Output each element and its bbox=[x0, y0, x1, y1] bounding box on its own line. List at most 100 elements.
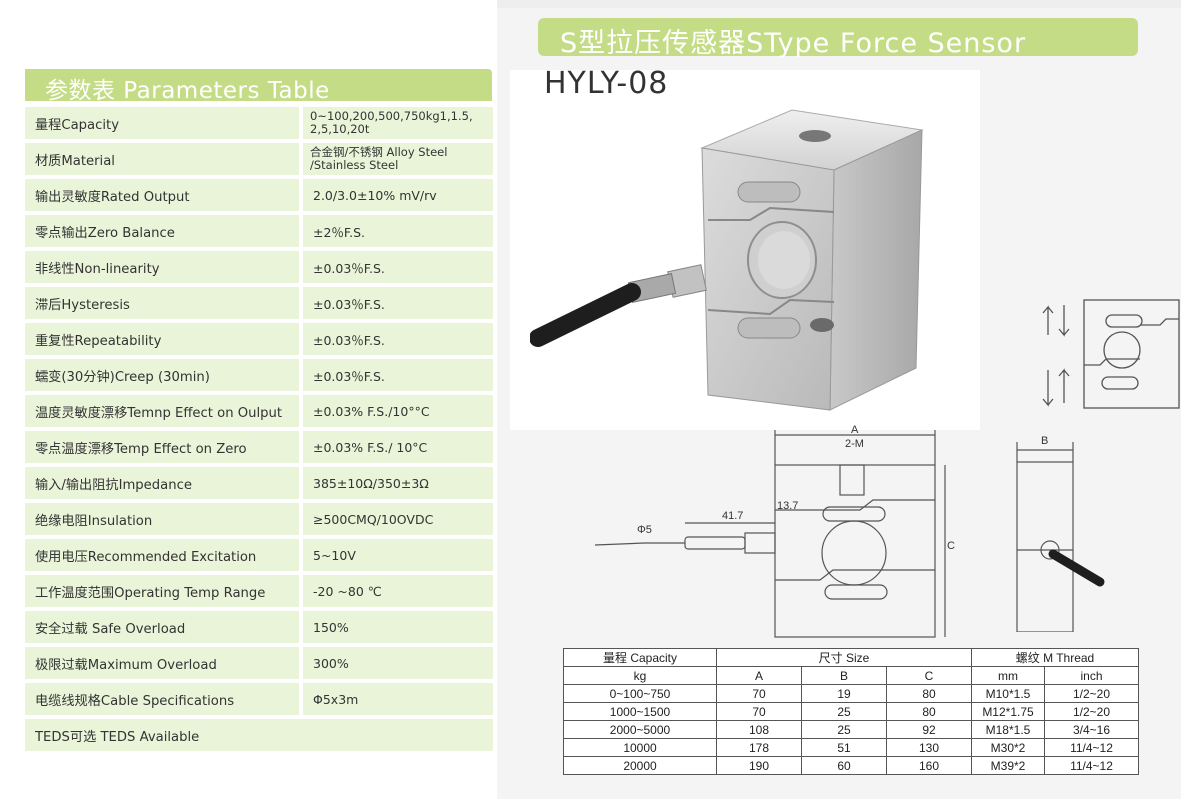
thread-2m-label: 2-M bbox=[845, 438, 864, 450]
table-row: 量程Capacity 0~100,200,500,750kg1,1.5, 2,5… bbox=[25, 107, 493, 139]
a-cell: 178 bbox=[716, 738, 802, 757]
cable-diameter-label: Φ5 bbox=[637, 524, 652, 536]
inch-cell: 3/4~16 bbox=[1044, 720, 1139, 739]
dimension-spec-table: 量程 Capacity 尺寸 Size 螺纹 M Thread kg A B C… bbox=[563, 648, 1139, 775]
down-arrow-icon bbox=[1058, 305, 1070, 337]
col-b: B bbox=[801, 666, 887, 685]
right-top-strip bbox=[497, 0, 1181, 8]
param-name: 蠕变(30分钟)Creep (30min) bbox=[25, 359, 299, 391]
parameters-table-title: 参数表 Parameters Table bbox=[45, 78, 330, 104]
table-header-row: 量程 Capacity 尺寸 Size 螺纹 M Thread bbox=[563, 648, 1139, 667]
table-row: 10000 178 51 130 M30*2 11/4~12 bbox=[563, 738, 1139, 757]
c-cell: 80 bbox=[886, 702, 972, 721]
a-cell: 70 bbox=[716, 684, 802, 703]
table-row: 电缆线规格Cable Specifications Φ5x3m bbox=[25, 683, 493, 715]
unit-kg: kg bbox=[563, 666, 717, 685]
teds-note: TEDS可选 TEDS Available bbox=[25, 719, 493, 751]
inch-cell: 11/4~12 bbox=[1044, 756, 1139, 775]
col-c: C bbox=[886, 666, 972, 685]
size-header: 尺寸 Size bbox=[716, 648, 972, 667]
param-value: ±0.03% F.S./ 10°C bbox=[303, 431, 493, 463]
capacity-cell: 2000~5000 bbox=[563, 720, 717, 739]
table-subheader-row: kg A B C mm inch bbox=[563, 666, 1139, 685]
table-row: 非线性Non-linearity ±0.03％F.S. bbox=[25, 251, 493, 283]
param-name: 输入/输出阻抗Impedance bbox=[25, 467, 299, 499]
model-number: HYLY-08 bbox=[544, 66, 669, 101]
param-value: 0~100,200,500,750kg1,1.5, 2,5,10,20t bbox=[303, 107, 493, 139]
table-row: 20000 190 60 160 M39*2 11/4~12 bbox=[563, 756, 1139, 775]
table-row: 安全过载 Safe Overload 150% bbox=[25, 611, 493, 643]
c-cell: 160 bbox=[886, 756, 972, 775]
capacity-header: 量程 Capacity bbox=[563, 648, 717, 667]
col-a: A bbox=[716, 666, 802, 685]
param-name: 极限过载Maximum Overload bbox=[25, 647, 299, 679]
capacity-cell: 10000 bbox=[563, 738, 717, 757]
b-cell: 25 bbox=[801, 702, 887, 721]
table-row: 重复性Repeatability ±0.03％F.S. bbox=[25, 323, 493, 355]
param-name: 零点温度漂移Temp Effect on Zero bbox=[25, 431, 299, 463]
inch-cell: 11/4~12 bbox=[1044, 738, 1139, 757]
dimension-a-label: A bbox=[851, 425, 859, 436]
up-arrow-icon bbox=[1058, 368, 1070, 403]
table-row: 输出灵敏度Rated Output 2.0/3.0±10% mV/rv bbox=[25, 179, 493, 211]
load-cell-photo bbox=[530, 109, 924, 411]
up-arrow-icon bbox=[1042, 305, 1054, 335]
b-cell: 25 bbox=[801, 720, 887, 739]
param-name: 材质Material bbox=[25, 143, 299, 175]
inch-cell: 1/2~20 bbox=[1044, 684, 1139, 703]
table-row: 工作温度范围Operating Temp Range -20 ~80 ℃ bbox=[25, 575, 493, 607]
table-row: 输入/输出阻抗Impedance 385±10Ω/350±3Ω bbox=[25, 467, 493, 499]
param-name: 零点输出Zero Balance bbox=[25, 215, 299, 247]
thread-header: 螺纹 M Thread bbox=[971, 648, 1139, 667]
capacity-cell: 0~100~750 bbox=[563, 684, 717, 703]
mm-cell: M12*1.75 bbox=[971, 702, 1045, 721]
product-title: S型拉压传感器SType Force Sensor bbox=[560, 28, 1027, 59]
table-row: 滞后Hysteresis ±0.03％F.S. bbox=[25, 287, 493, 319]
capacity-cell: 1000~1500 bbox=[563, 702, 717, 721]
table-row: 绝缘电阻Insulation ≥500CMQ/10OVDC bbox=[25, 503, 493, 535]
a-cell: 108 bbox=[716, 720, 802, 739]
param-value: 300% bbox=[303, 647, 493, 679]
force-direction-diagram bbox=[1042, 299, 1180, 409]
col-mm: mm bbox=[971, 666, 1045, 685]
dimension-c-label: C bbox=[947, 540, 955, 552]
table-row: 材质Material 合金钢/不锈钢 Alloy Steel /Stainles… bbox=[25, 143, 493, 175]
param-name: 电缆线规格Cable Specifications bbox=[25, 683, 299, 715]
mm-cell: M39*2 bbox=[971, 756, 1045, 775]
dimension-b-label: B bbox=[1041, 435, 1048, 447]
param-name: 滞后Hysteresis bbox=[25, 287, 299, 319]
a-cell: 190 bbox=[716, 756, 802, 775]
col-inch: inch bbox=[1044, 666, 1139, 685]
table-row: 1000~1500 70 25 80 M12*1.75 1/2~20 bbox=[563, 702, 1139, 721]
param-value: 150% bbox=[303, 611, 493, 643]
param-value: ±0.03％F.S. bbox=[303, 287, 493, 319]
param-name: 非线性Non-linearity bbox=[25, 251, 299, 283]
table-row: 零点温度漂移Temp Effect on Zero ±0.03% F.S./ 1… bbox=[25, 431, 493, 463]
param-value: ≥500CMQ/10OVDC bbox=[303, 503, 493, 535]
dimension-137-label: 13.7 bbox=[777, 500, 798, 512]
product-title-banner: S型拉压传感器SType Force Sensor bbox=[538, 18, 1138, 59]
param-value: -20 ~80 ℃ bbox=[303, 575, 493, 607]
param-name: 绝缘电阻Insulation bbox=[25, 503, 299, 535]
param-name: 温度灵敏度漂移Temnp Effect on Oulput bbox=[25, 395, 299, 427]
param-name: 使用电压Recommended Excitation bbox=[25, 539, 299, 571]
parameters-table-header: 参数表 Parameters Table bbox=[25, 69, 492, 104]
param-value: 385±10Ω/350±3Ω bbox=[303, 467, 493, 499]
inch-cell: 1/2~20 bbox=[1044, 702, 1139, 721]
b-cell: 19 bbox=[801, 684, 887, 703]
table-row: 零点输出Zero Balance ±2％F.S. bbox=[25, 215, 493, 247]
param-name: 量程Capacity bbox=[25, 107, 299, 139]
param-value: 5~10V bbox=[303, 539, 493, 571]
down-arrow-icon bbox=[1042, 370, 1054, 407]
front-view-drawing: A 2-M C 13.7 41.7 Φ5 bbox=[594, 425, 955, 638]
mm-cell: M10*1.5 bbox=[971, 684, 1045, 703]
param-name: 工作温度范围Operating Temp Range bbox=[25, 575, 299, 607]
side-view-drawing: B bbox=[1016, 435, 1105, 632]
param-name: 安全过载 Safe Overload bbox=[25, 611, 299, 643]
b-cell: 51 bbox=[801, 738, 887, 757]
table-row: 蠕变(30分钟)Creep (30min) ±0.03％F.S. bbox=[25, 359, 493, 391]
c-cell: 80 bbox=[886, 684, 972, 703]
param-value: ±0.03％F.S. bbox=[303, 359, 493, 391]
table-row: 温度灵敏度漂移Temnp Effect on Oulput ±0.03% F.S… bbox=[25, 395, 493, 427]
c-cell: 92 bbox=[886, 720, 972, 739]
